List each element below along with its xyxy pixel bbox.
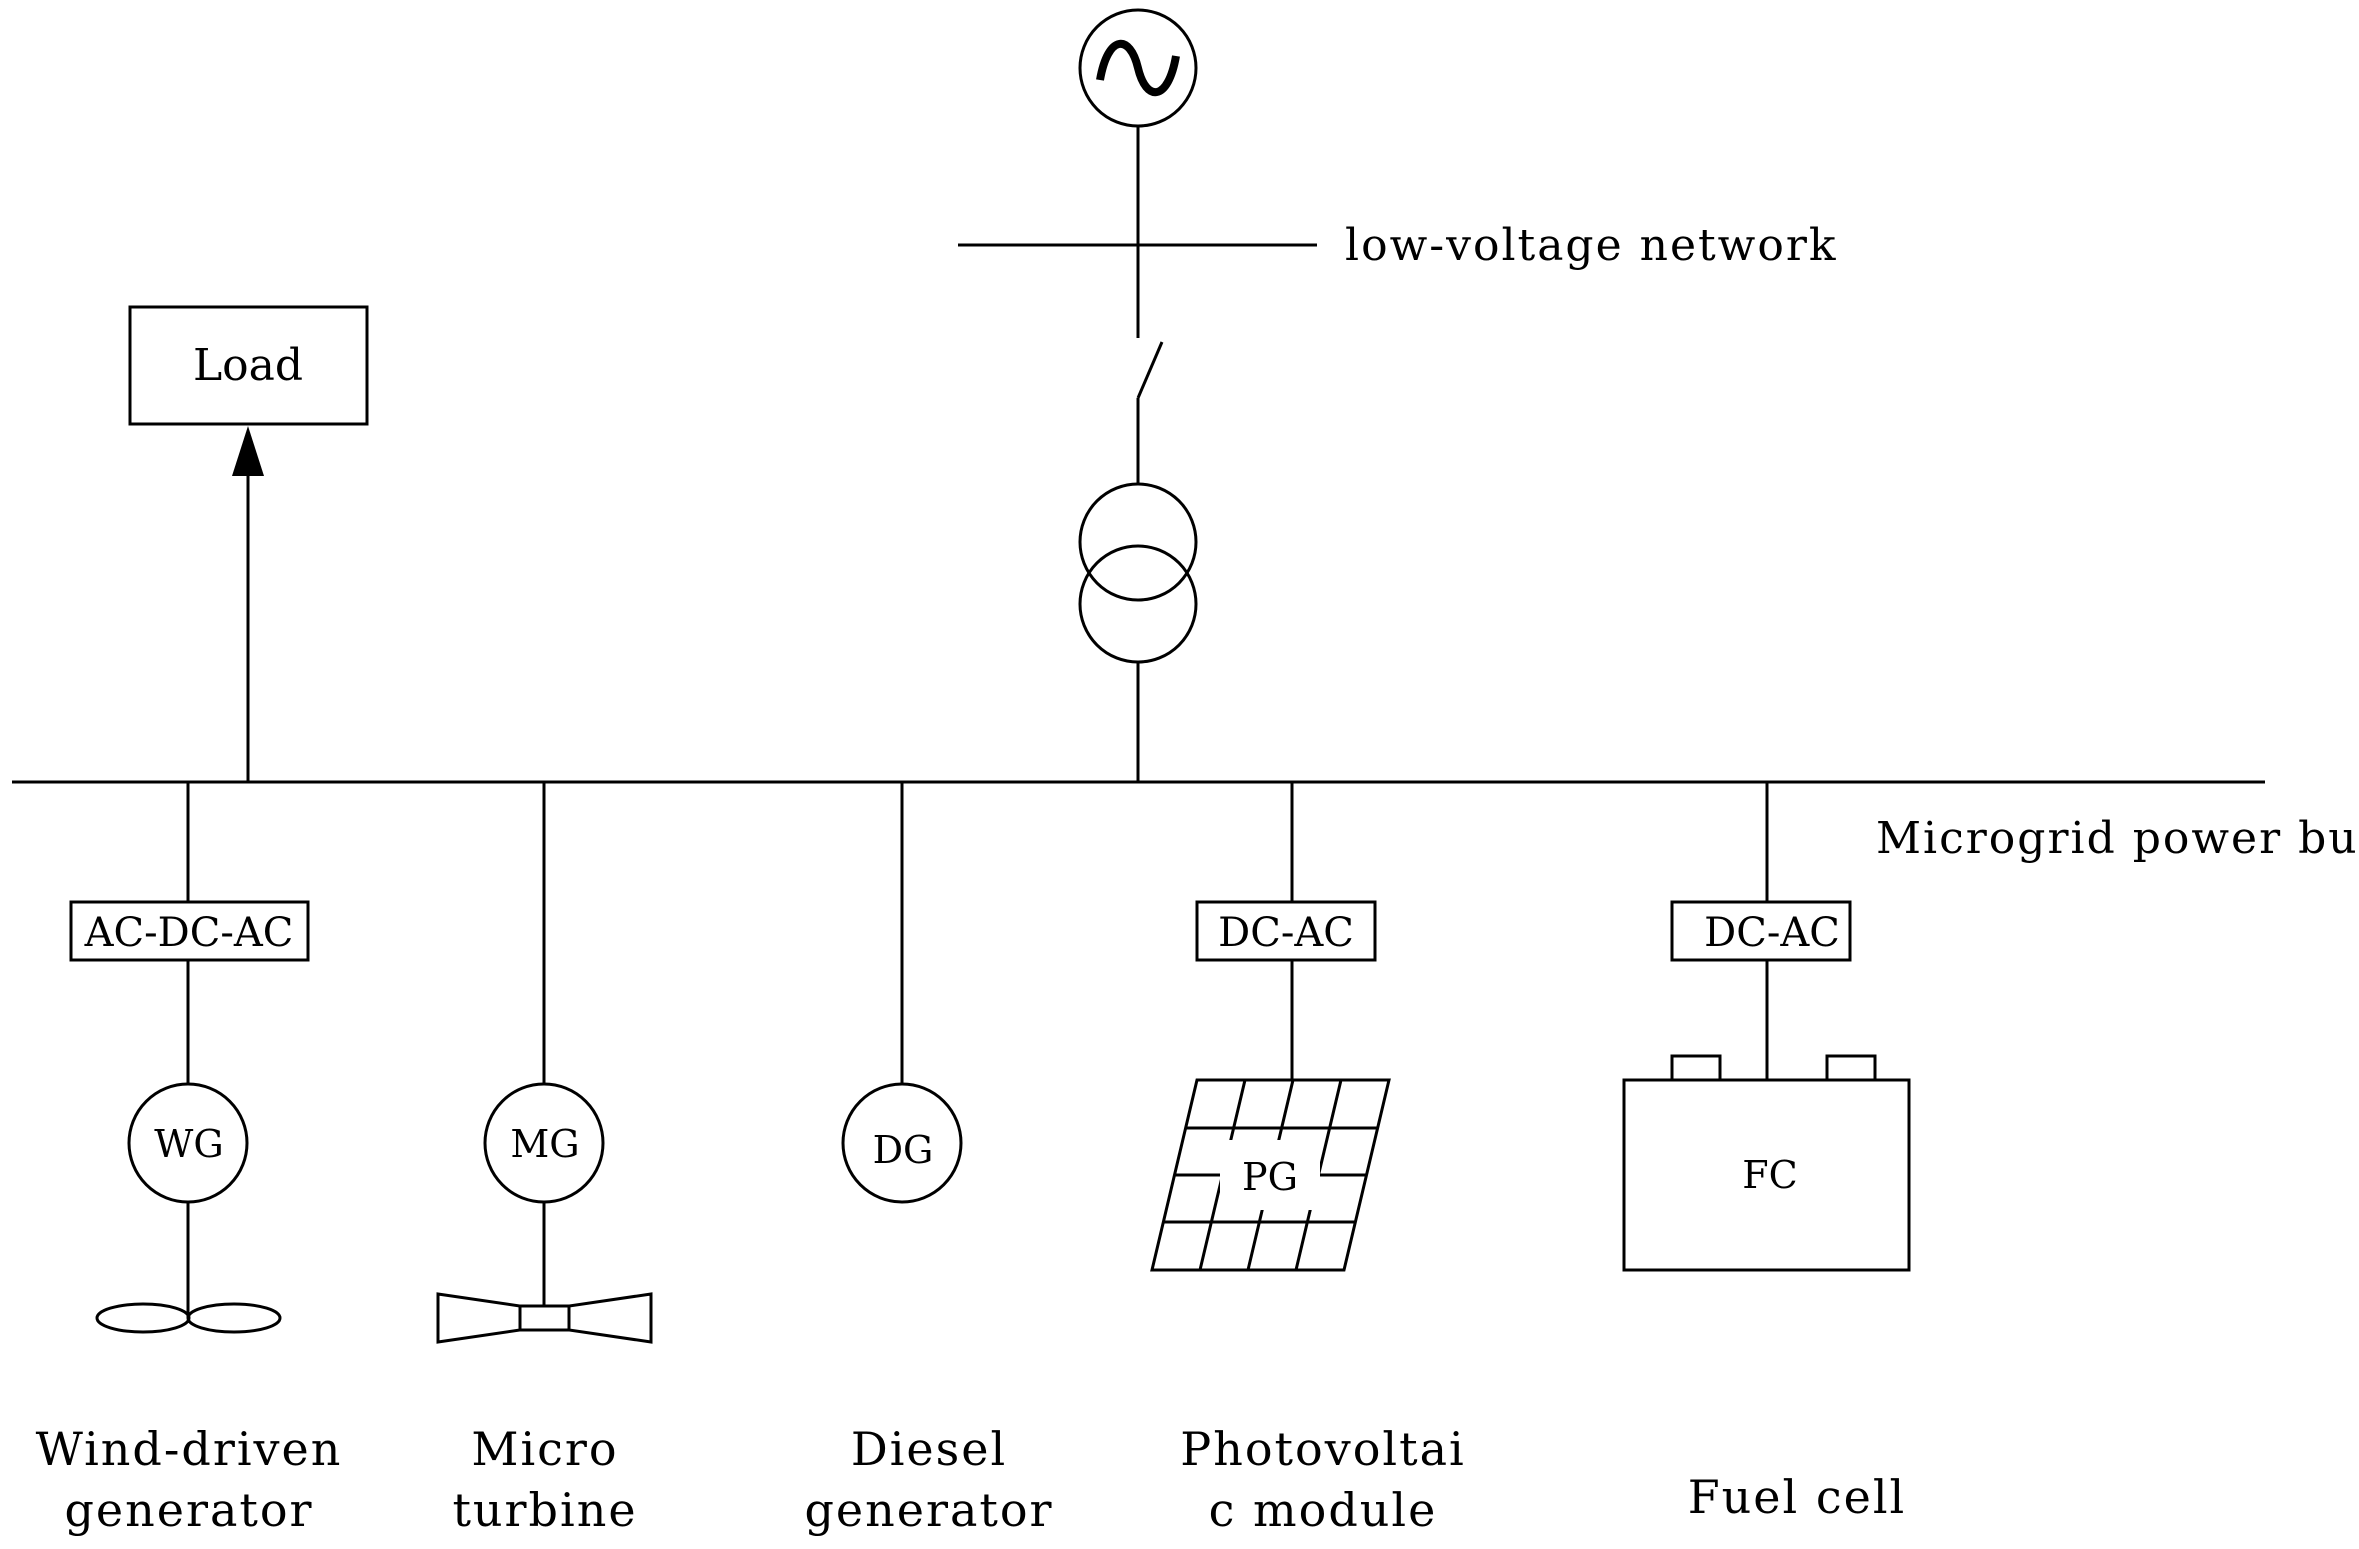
microturbine-generator-label: MG — [510, 1122, 579, 1166]
pv-converter-label: DC-AC — [1218, 910, 1354, 956]
wind-turbine-blades-icon — [95, 1302, 282, 1334]
arrow-up-icon — [232, 426, 264, 476]
pv-caption-line2: c module — [1209, 1483, 1438, 1537]
microturbine-caption-line2: turbine — [452, 1483, 637, 1537]
load-box — [128, 305, 369, 426]
ac-source-icon — [1096, 39, 1180, 97]
wind-generator-label: WG — [154, 1122, 223, 1166]
pv-generator-label: PG — [1242, 1155, 1298, 1199]
load-label: Load — [193, 340, 303, 391]
wind-caption-line2: generator — [64, 1483, 313, 1537]
fuelcell-converter-label: DC-AC — [1704, 910, 1840, 956]
low-voltage-network-label: low-voltage network — [1345, 220, 1838, 271]
fuelcell-converter-box — [1670, 900, 1852, 962]
transformer-icon — [1078, 482, 1198, 664]
diesel-caption-line1: Diesel — [851, 1422, 1007, 1476]
fuelcell-generator-label: FC — [1742, 1153, 1797, 1197]
diesel-generator-label: DG — [873, 1128, 934, 1172]
diesel-generator-circle — [841, 1082, 963, 1204]
diesel-caption-line2: generator — [804, 1483, 1053, 1537]
pv-label-backdrop — [1220, 1140, 1320, 1210]
wind-caption-line1: Wind-driven — [36, 1422, 343, 1476]
pv-converter-box — [1195, 900, 1377, 962]
wind-converter-label: AC-DC-AC — [84, 910, 294, 956]
pv-caption-line1: Photovoltai — [1180, 1422, 1465, 1476]
switch-blade — [1136, 341, 1164, 399]
micro-turbine-icon — [436, 1292, 653, 1344]
wind-converter-box — [69, 900, 310, 962]
ac-source — [1078, 8, 1198, 128]
microturbine-caption-line1: Micro — [471, 1422, 618, 1476]
microgrid-bus-label: Microgrid power bus — [1876, 813, 2359, 864]
fuelcell-caption-line1: Fuel cell — [1688, 1470, 1907, 1524]
battery-icon — [1622, 1054, 1911, 1272]
